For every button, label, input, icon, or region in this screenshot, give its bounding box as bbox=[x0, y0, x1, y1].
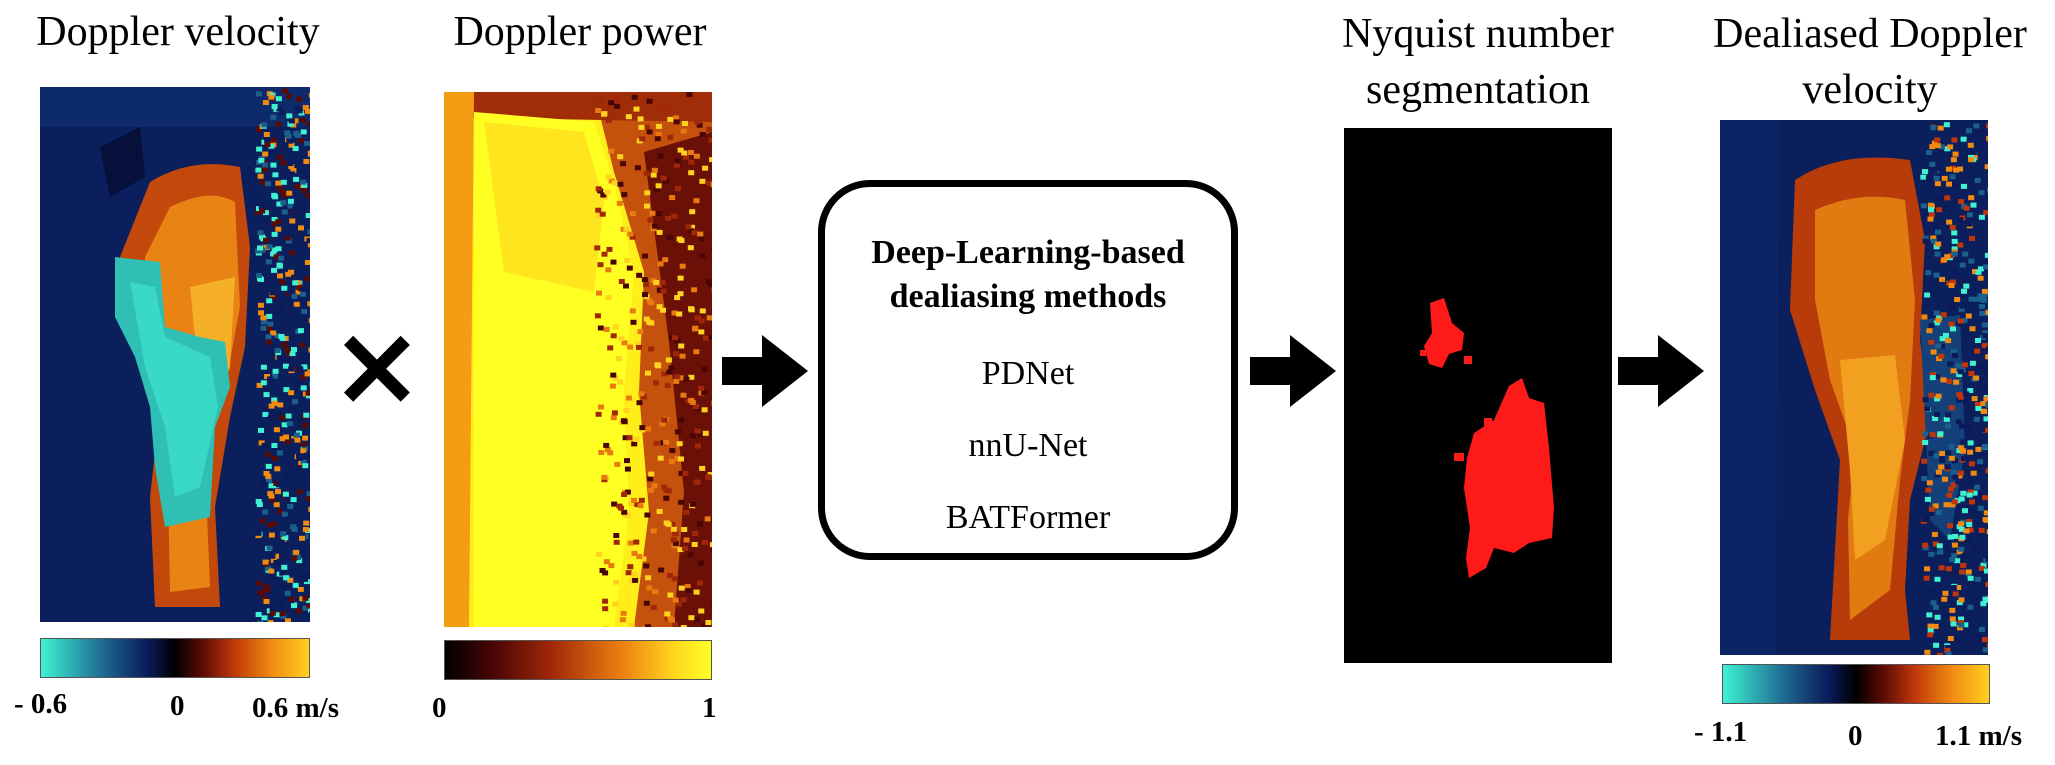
dealiased-title-line1: Dealiased Doppler bbox=[1713, 11, 2027, 57]
arrow-right-icon bbox=[722, 335, 808, 407]
dealiased-colorbar-max-label: 1.1 m/s bbox=[1935, 720, 2022, 752]
power-panel-title: Doppler power bbox=[453, 9, 707, 55]
arrow-right-icon bbox=[1618, 335, 1704, 407]
power-colorbar-max-label: 1 bbox=[702, 692, 717, 724]
method-pdnet: PDNet bbox=[981, 355, 1075, 392]
dealiasing-methods-box: Deep-Learning-based dealiasing methods P… bbox=[818, 180, 1238, 560]
dealiased-velocity-map bbox=[1720, 120, 1988, 655]
velocity-panel-title: Doppler velocity bbox=[36, 9, 320, 55]
velocity-colorbar-max-label: 0.6 m/s bbox=[252, 692, 339, 724]
velocity-map bbox=[40, 87, 310, 622]
arrow-right-icon bbox=[1250, 335, 1336, 407]
methods-box-title-line2: dealiasing methods bbox=[889, 278, 1167, 315]
power-colorbar-min-label: 0 bbox=[432, 692, 447, 724]
method-nnunet: nnU-Net bbox=[968, 427, 1088, 464]
velocity-colorbar-zero-label: 0 bbox=[170, 690, 185, 722]
method-batformer: BATFormer bbox=[945, 499, 1111, 536]
dealiased-title-line2: velocity bbox=[1802, 67, 1938, 113]
velocity-colorbar bbox=[40, 638, 310, 678]
multiply-operator: × bbox=[330, 301, 424, 431]
velocity-colorbar-min-label: - 0.6 bbox=[14, 688, 68, 720]
segmentation-title-line2: segmentation bbox=[1366, 67, 1590, 113]
dealiased-colorbar-zero-label: 0 bbox=[1848, 720, 1863, 752]
segmentation-map bbox=[1344, 128, 1612, 663]
methods-box-title-line1: Deep-Learning-based bbox=[871, 234, 1185, 271]
power-map bbox=[444, 92, 712, 627]
dealiased-colorbar-min-label: - 1.1 bbox=[1694, 716, 1748, 748]
dealiased-colorbar bbox=[1722, 664, 1990, 704]
power-colorbar bbox=[444, 640, 712, 680]
segmentation-title-line1: Nyquist number bbox=[1342, 11, 1614, 57]
